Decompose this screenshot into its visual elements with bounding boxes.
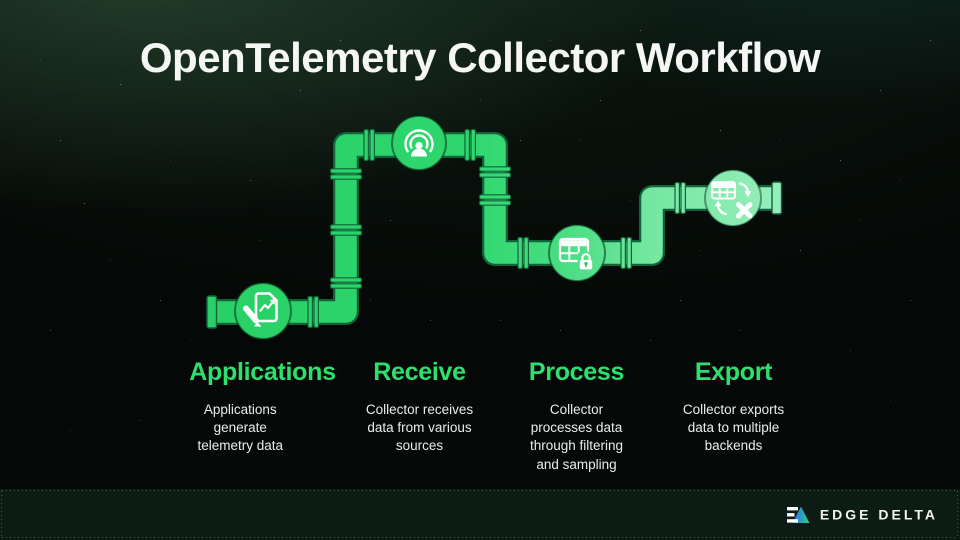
data-table-export-icon: [710, 180, 753, 219]
stage-column-export: Export Collector exports data to multipl…: [675, 358, 793, 474]
stage-label-receive: Receive: [373, 358, 466, 386]
footer-dotted-border-bottom: [2, 537, 958, 538]
footer-dotted-border-top: [2, 490, 958, 491]
footer-dotted-border-right: [957, 491, 958, 538]
stage-description-export: Collector exports data to multiple backe…: [682, 402, 785, 454]
receive-node: [391, 115, 447, 171]
stage-description-process: Collector processes data through filteri…: [529, 402, 624, 472]
footer-dotted-border-left: [1, 491, 2, 538]
stage-label-export: Export: [694, 358, 773, 386]
brand-logo: EDGE DELTA: [786, 505, 938, 524]
stage-label-applications: Applications: [189, 358, 336, 386]
stage-description-receive: Collector receives data from various sou…: [365, 402, 474, 454]
brand-name: EDGE DELTA: [819, 506, 938, 523]
document-edit-chart-icon: [243, 292, 278, 327]
data-table-lock-icon: [558, 237, 595, 270]
pipe-couplings: [307, 128, 687, 329]
stage-label-process: Process: [528, 358, 625, 386]
stage-columns: Applications Applications generate telem…: [184, 358, 812, 474]
stage-column-receive: Receive Collector receives data from var…: [359, 358, 481, 474]
edge-delta-logo-icon: [786, 506, 810, 523]
stage-column-applications: Applications Applications generate telem…: [189, 358, 336, 474]
export-node: [704, 169, 762, 227]
stage-description-applications: Applications generate telemetry data: [197, 402, 284, 454]
page-title: OpenTelemetry Collector Workflow: [139, 34, 821, 81]
applications-node: [234, 282, 292, 340]
pipe-end-cap: [771, 181, 783, 215]
stage-column-process: Process Collector processes data through…: [521, 358, 633, 474]
pipe-start-cap: [206, 295, 218, 329]
process-node: [548, 224, 606, 282]
footer-bar: EDGE DELTA: [0, 489, 960, 540]
broadcast-receiver-icon: [404, 129, 434, 159]
